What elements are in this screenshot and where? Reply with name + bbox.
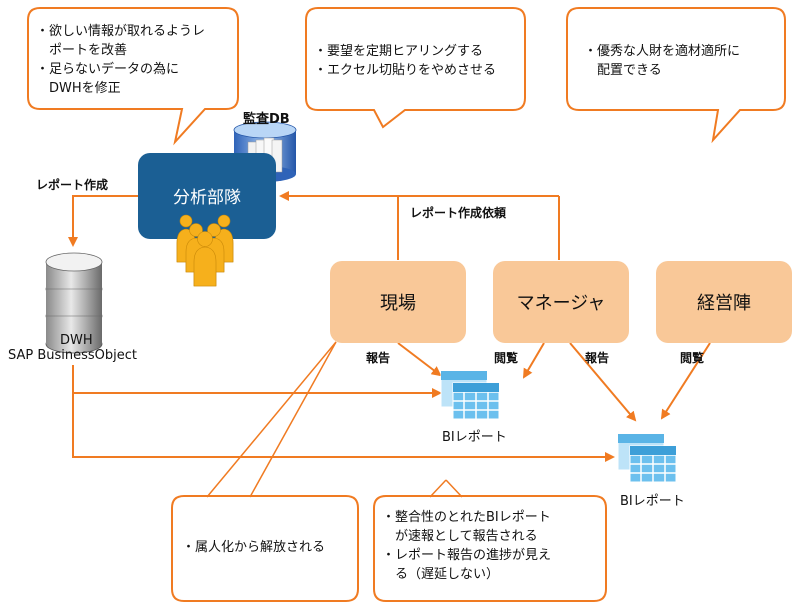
bubble-4-text: ・属人化から解放される (182, 540, 326, 555)
dwh-database-icon (45, 252, 103, 354)
report-create-label: レポート作成 (36, 178, 109, 192)
houkoku-label-2: 報告 (585, 351, 610, 365)
manager-label: マネージャ (516, 293, 606, 314)
bi-report-2-icon (617, 433, 677, 483)
etsuran-label-1: 閲覧 (494, 351, 519, 365)
genba-box: 現場 (330, 261, 466, 343)
manager-box: マネージャ (493, 261, 629, 343)
etsuran-label-2: 閲覧 (680, 351, 705, 365)
bubble-5-shape (373, 495, 607, 602)
dwh-label-1: DWH (60, 333, 93, 348)
bi-report-1-icon (440, 370, 500, 420)
keiei-label: 経営陣 (697, 293, 751, 314)
bubble-4-shape (171, 495, 359, 602)
bubble-5-text: ・整合性のとれたBIレポート が速報として報告される ・レポート報告の進捗が見え… (382, 510, 552, 582)
genba-label: 現場 (380, 293, 416, 314)
bubble-3-text: ・優秀な人財を適材適所に 配置できる (584, 44, 741, 78)
bubble-1-text: ・欲しい情報が取れるようレ ポートを改善 ・足らないデータの為に DWHを修正 (36, 24, 206, 96)
bubble-3-shape (566, 7, 786, 144)
analysis-team-box: 分析部隊 (138, 153, 276, 239)
audit-db-label: 監査DB (243, 112, 290, 127)
bi-report-1-label: BIレポート (442, 430, 507, 445)
keiei-box: 経営陣 (656, 261, 792, 343)
dwh-label-2: SAP BusinessObject (8, 348, 138, 363)
report-request-label: レポート作成依頼 (410, 206, 507, 220)
houkoku-label-1: 報告 (366, 351, 391, 365)
analysis-team-label: 分析部隊 (173, 188, 241, 208)
bubble-2-shape (305, 7, 526, 129)
bubble-1-shape (27, 7, 239, 146)
bi-report-2-label: BIレポート (620, 494, 685, 509)
bubble-2-text: ・要望を定期ヒアリングする ・エクセル切貼りをやめさせる (314, 44, 497, 78)
